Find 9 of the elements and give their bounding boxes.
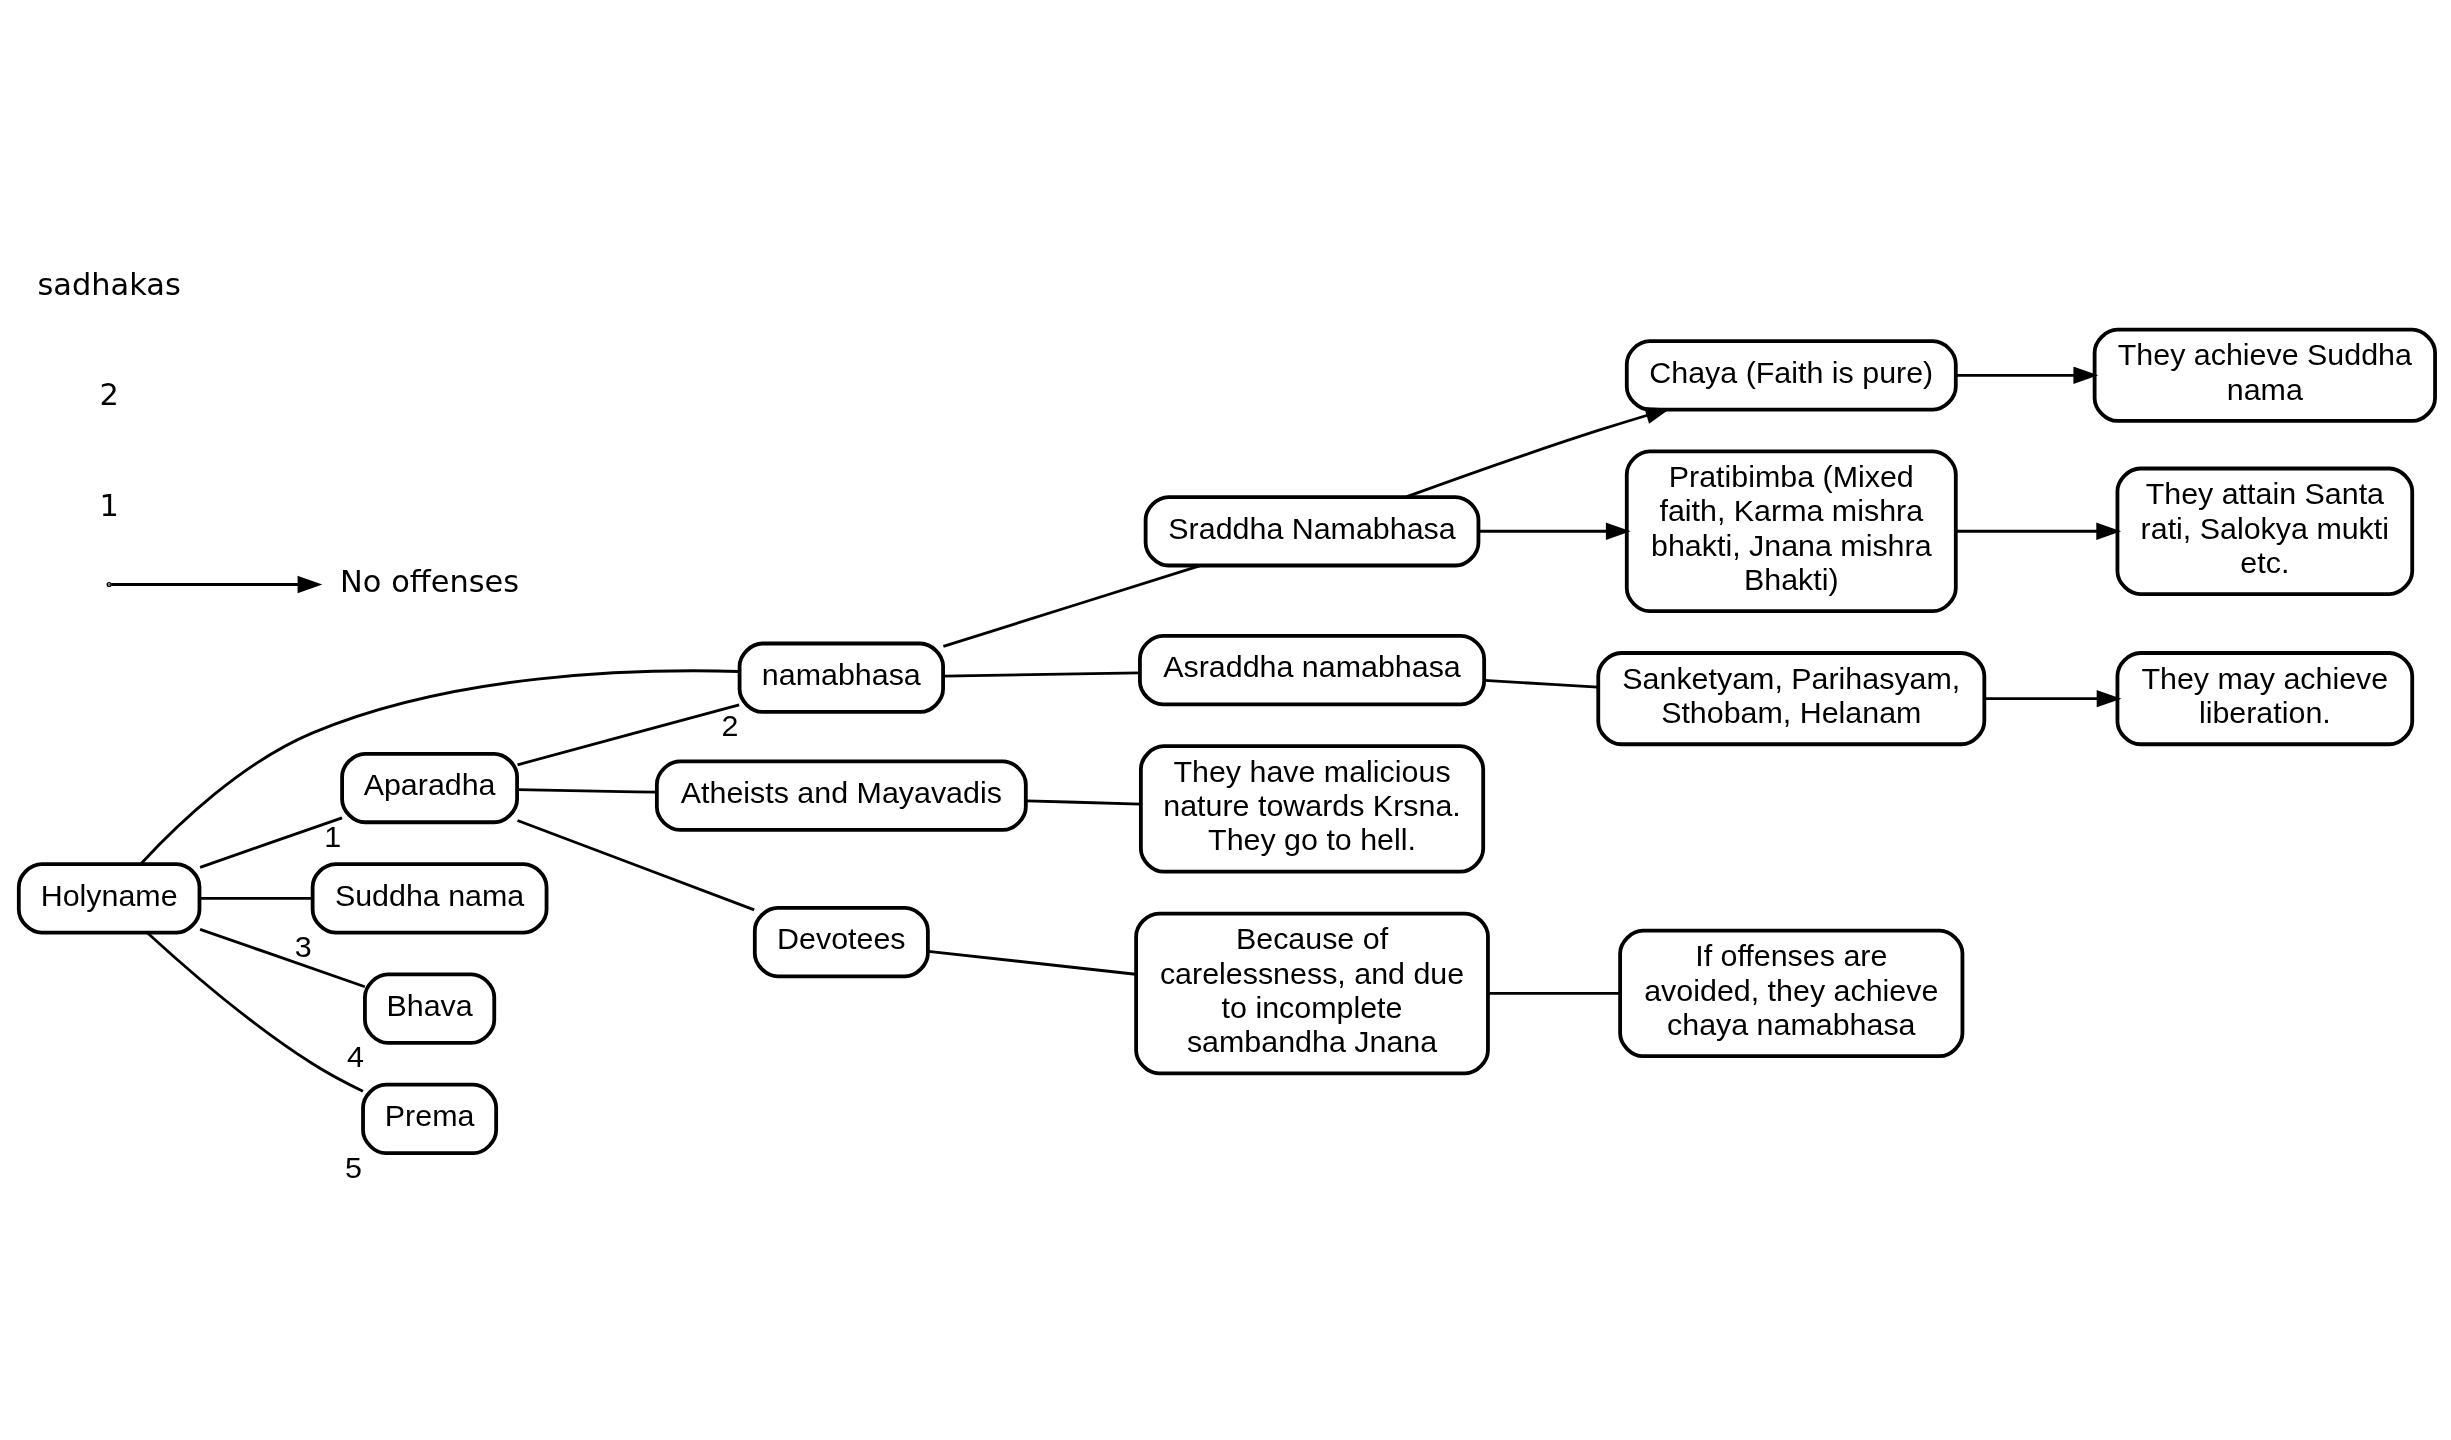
node-label: 1 <box>324 818 342 853</box>
node-label: 3 <box>294 928 312 963</box>
label: 1 <box>99 487 119 523</box>
label: sadhakas <box>37 266 181 302</box>
node-label: 5 <box>345 1149 362 1183</box>
node-label: 4 <box>346 1038 364 1073</box>
node-label: 2 <box>721 707 739 742</box>
node-text: No offenses <box>340 563 520 599</box>
label: 2 <box>99 376 119 412</box>
